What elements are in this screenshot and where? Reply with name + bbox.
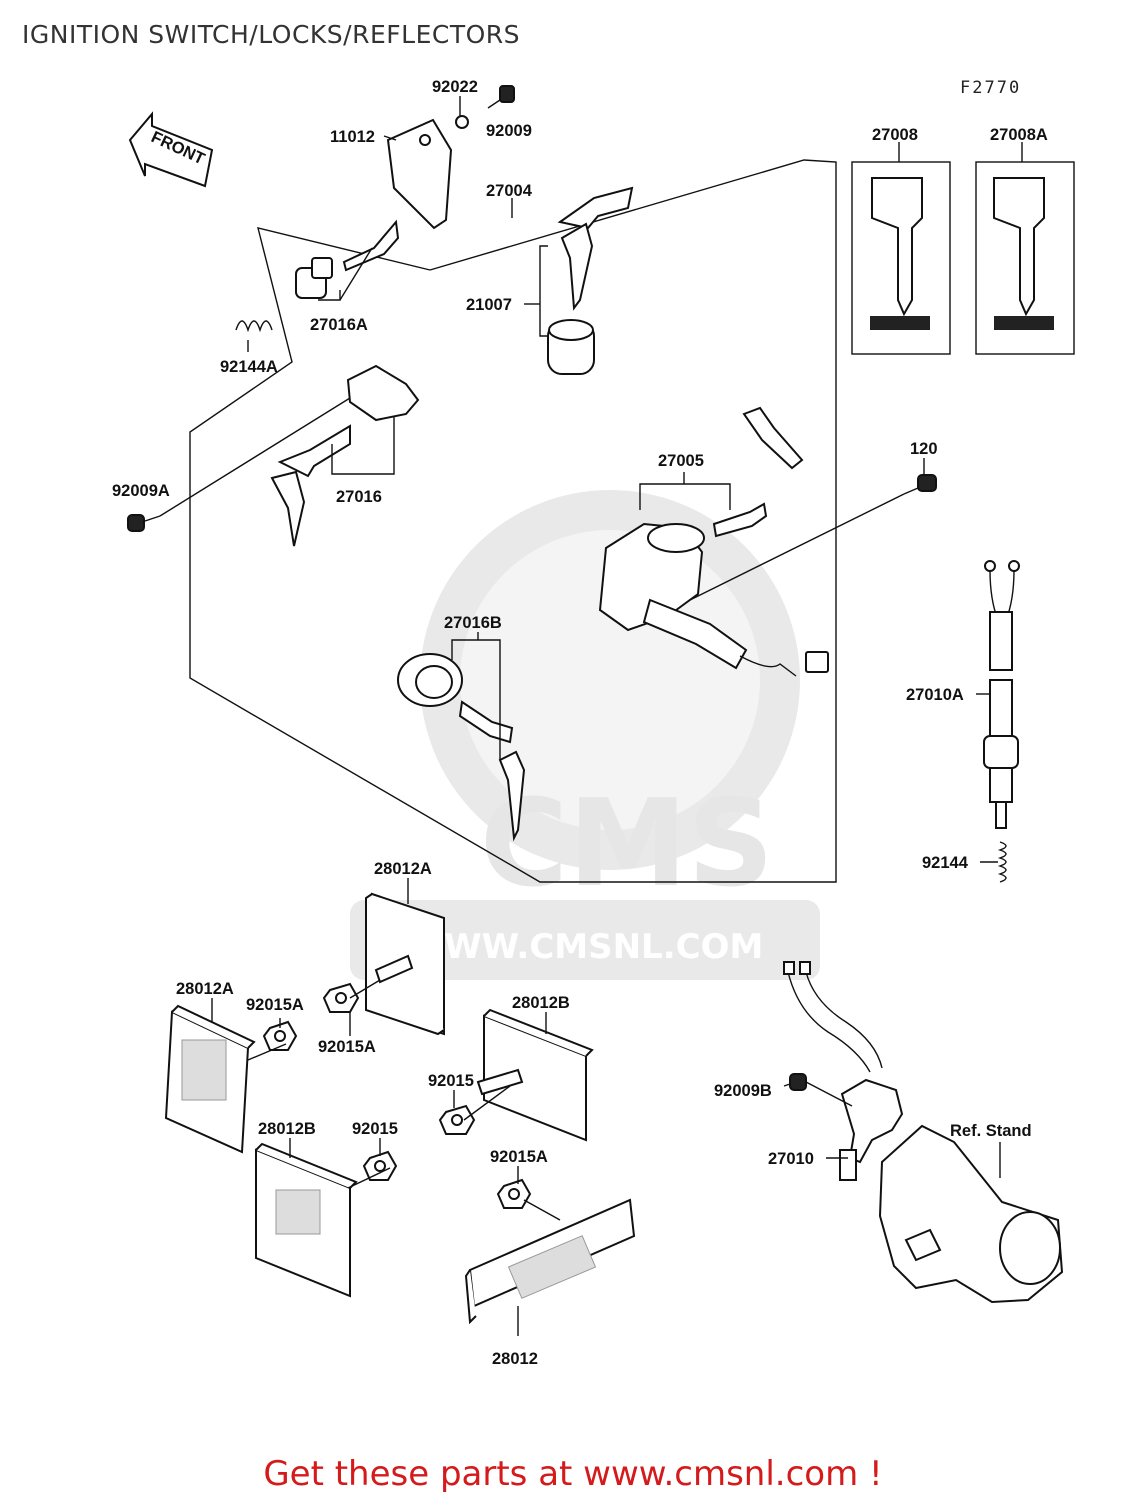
watermark-brand: CMS (480, 775, 774, 914)
label-27010: 27010 (768, 1150, 814, 1168)
label-92015-1: 92015 (428, 1072, 474, 1090)
label-28012A-left: 28012A (176, 980, 234, 998)
label-92015A-2: 92015A (318, 1038, 376, 1056)
screw-120-icon (903, 474, 937, 495)
leader-lines (211, 96, 1001, 1336)
reflector-28012B-right (476, 1008, 594, 1142)
stand-bracket-icon (878, 1124, 1064, 1304)
reflector-28012A-top (365, 892, 445, 1036)
lock-27016A (295, 219, 400, 299)
diagram-code: F2770 (960, 78, 1022, 98)
cover-plate-11012 (386, 118, 453, 230)
label-27016: 27016 (336, 488, 382, 506)
key-tag-27008A (975, 161, 1075, 355)
label-27016B: 27016B (444, 614, 502, 632)
label-92009: 92009 (486, 122, 532, 140)
nut-92015A-3-icon (496, 1178, 532, 1209)
nut-92015-1-icon (438, 1104, 476, 1135)
washer-92022-icon (455, 115, 469, 129)
label-ref-stand: Ref. Stand (950, 1122, 1032, 1140)
key-tag-27008 (851, 161, 951, 355)
screw-92009A-icon (127, 514, 161, 532)
spring-92144A-icon (235, 320, 273, 333)
part-labels: 92022 92009 11012 27004 21007 27016A 921… (112, 78, 1048, 1368)
label-92022: 92022 (432, 78, 478, 96)
label-27016A: 27016A (310, 316, 368, 334)
side-stand-switch-27010 (783, 961, 904, 1181)
label-27008: 27008 (872, 126, 918, 144)
screw-92009B-icon (789, 1073, 807, 1091)
label-28012B-right: 28012B (512, 994, 570, 1012)
label-28012A-top: 28012A (374, 860, 432, 878)
label-92015-2: 92015 (352, 1120, 398, 1138)
watermark: CMS WWW.CMSNL.COM (350, 490, 820, 980)
lock-27016B (397, 653, 526, 842)
nut-92015A-1-icon (322, 982, 360, 1013)
watermark-url: WWW.CMSNL.COM (407, 927, 764, 967)
parts-diagram: CMS WWW.CMSNL.COM FRONT (112, 78, 1075, 1368)
label-92144A: 92144A (220, 358, 278, 376)
ignition-switch-27005 (598, 406, 829, 677)
label-28012B-left: 28012B (258, 1120, 316, 1138)
label-21007: 21007 (466, 296, 512, 314)
spring-92144-icon (997, 841, 1007, 883)
label-92009A: 92009A (112, 482, 170, 500)
label-92015A-1: 92015A (246, 996, 304, 1014)
reflector-28012A-left (164, 1004, 256, 1154)
front-arrow-icon: FRONT (128, 111, 214, 188)
label-27005: 27005 (658, 452, 704, 470)
lock-21007 (547, 186, 634, 375)
label-120: 120 (910, 440, 938, 458)
label-92015A-3: 92015A (490, 1148, 548, 1166)
nut-92015-2-icon (362, 1150, 398, 1181)
reflector-28012B-left (255, 1142, 358, 1298)
label-27004: 27004 (486, 182, 533, 200)
page-title: IGNITION SWITCH/LOCKS/REFLECTORS (22, 20, 521, 49)
label-27010A: 27010A (906, 686, 964, 704)
label-92009B: 92009B (714, 1082, 772, 1100)
label-11012: 11012 (330, 128, 375, 146)
group-outline (189, 159, 837, 883)
footer-link[interactable]: Get these parts at www.cmsnl.com ! (263, 1454, 883, 1494)
reflector-28012-bottom (464, 1198, 636, 1325)
screw-92009-icon (487, 85, 515, 109)
switch-27010A (983, 560, 1020, 829)
label-27008A: 27008A (990, 126, 1048, 144)
nut-92015A-2-icon (262, 1020, 298, 1051)
label-28012: 28012 (492, 1350, 538, 1368)
lock-27016 (270, 364, 420, 547)
label-92144: 92144 (922, 854, 969, 872)
